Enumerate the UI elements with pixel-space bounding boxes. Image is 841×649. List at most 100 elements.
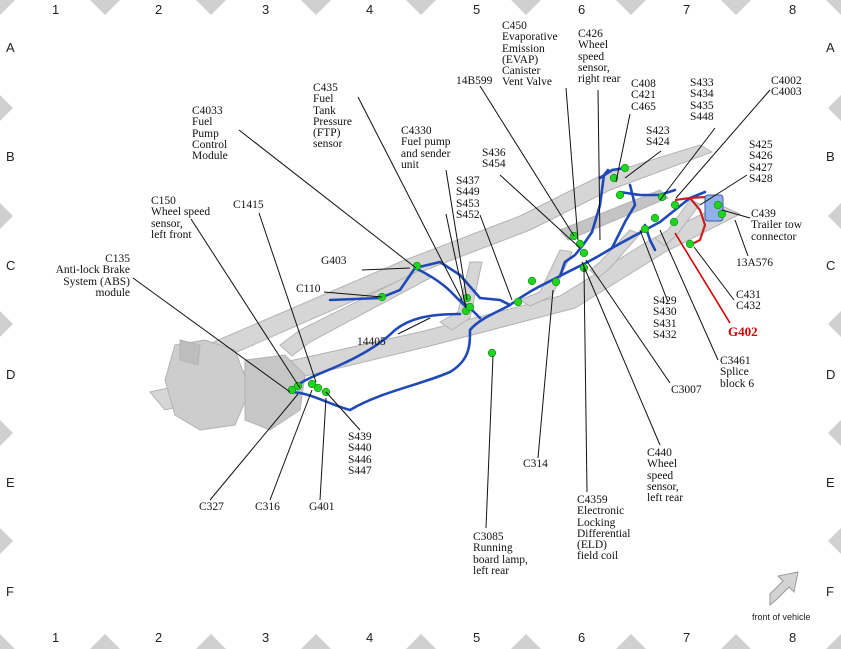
grid-marker bbox=[196, 0, 226, 15]
grid-marker bbox=[0, 311, 13, 337]
leader-line bbox=[319, 397, 327, 501]
leader-line bbox=[323, 291, 383, 298]
connector-icon bbox=[551, 277, 561, 287]
column-label-3-bottom: 3 bbox=[262, 630, 270, 645]
leader-line bbox=[699, 174, 748, 206]
connector-icon bbox=[650, 213, 660, 223]
column-label-5-bottom: 5 bbox=[473, 630, 481, 645]
connector-icon bbox=[640, 224, 650, 234]
label-c110: C110 bbox=[296, 283, 321, 295]
row-label-f-right: F bbox=[826, 584, 834, 599]
wiring-harness bbox=[288, 166, 707, 412]
label-s425-group: S425 S426 S427 S428 bbox=[749, 139, 773, 185]
row-label-a-right: A bbox=[826, 40, 835, 55]
grid-marker bbox=[0, 0, 13, 13]
label-c408-group: C408 C421 C465 bbox=[631, 78, 656, 113]
connector-icon bbox=[685, 239, 695, 249]
label-c3461: C3461 Splice block 6 bbox=[720, 355, 755, 390]
label-c1415: C1415 bbox=[233, 199, 264, 211]
row-label-b-right: B bbox=[826, 149, 835, 164]
leader-line bbox=[675, 89, 771, 199]
leader-line bbox=[361, 267, 411, 271]
label-s439-group: S439 S440 S446 S447 bbox=[348, 431, 372, 477]
grid-marker bbox=[616, 0, 646, 15]
leader-line bbox=[565, 87, 579, 241]
column-label-4-bottom: 4 bbox=[366, 630, 374, 645]
leader-line bbox=[583, 267, 588, 493]
grid-marker bbox=[721, 0, 751, 15]
column-label-3-top: 3 bbox=[262, 2, 270, 17]
grid-marker bbox=[0, 95, 13, 121]
connector-icon bbox=[293, 381, 303, 391]
leader-line bbox=[721, 209, 751, 219]
connector-icon bbox=[465, 302, 475, 312]
column-label-1-top: 1 bbox=[52, 2, 60, 17]
row-label-f-left: F bbox=[6, 584, 14, 599]
g402-leader bbox=[674, 232, 731, 324]
leader-line bbox=[190, 218, 301, 389]
leader-line bbox=[357, 96, 463, 301]
connector-icon bbox=[307, 379, 317, 389]
leader-line bbox=[597, 89, 601, 241]
row-label-a-left: A bbox=[6, 40, 15, 55]
column-label-1-bottom: 1 bbox=[52, 630, 60, 645]
grid-marker bbox=[90, 0, 120, 15]
column-label-4-top: 4 bbox=[366, 2, 374, 17]
label-c439: C439 Trailer tow connector bbox=[751, 208, 803, 243]
grid-marker bbox=[828, 0, 841, 13]
row-label-b-left: B bbox=[6, 149, 15, 164]
row-label-e-left: E bbox=[6, 475, 15, 490]
leader-line bbox=[639, 229, 669, 303]
column-label-6-bottom: 6 bbox=[578, 630, 586, 645]
column-label-7-bottom: 7 bbox=[683, 630, 691, 645]
grid-marker bbox=[616, 634, 646, 649]
label-s429-group: S429 S430 S431 S432 bbox=[653, 295, 677, 341]
leader-line bbox=[132, 277, 291, 393]
leader-line bbox=[615, 113, 631, 183]
grid-marker bbox=[828, 420, 841, 446]
grid-marker bbox=[828, 95, 841, 121]
leader-line bbox=[479, 85, 575, 237]
column-label-5-top: 5 bbox=[473, 2, 481, 17]
label-c450: C450 Evaporative Emission (EVAP) Caniste… bbox=[502, 20, 558, 89]
row-label-d-right: D bbox=[826, 367, 836, 382]
connector-icon bbox=[412, 261, 422, 271]
label-c327: C327 bbox=[199, 501, 224, 513]
grid-marker bbox=[301, 0, 331, 15]
leader-line bbox=[537, 289, 554, 459]
label-c426: C426 Wheel speed sensor, right rear bbox=[578, 28, 621, 86]
connector-icon bbox=[609, 173, 619, 183]
grid-marker bbox=[0, 203, 13, 229]
label-g402: G402 bbox=[728, 324, 758, 339]
label-13a576: 13A576 bbox=[736, 257, 774, 269]
leader-line bbox=[693, 246, 735, 301]
front-of-vehicle-label: front of vehicle bbox=[752, 612, 811, 622]
grid-marker bbox=[828, 203, 841, 229]
grid-marker bbox=[0, 528, 13, 554]
row-label-d-left: D bbox=[6, 367, 16, 382]
grid-marker bbox=[0, 636, 13, 649]
label-c4002-group: C4002 C4003 bbox=[771, 75, 802, 99]
leader-line bbox=[238, 129, 417, 269]
grid-marker bbox=[90, 634, 120, 649]
column-label-6-top: 6 bbox=[578, 2, 586, 17]
label-c316: C316 bbox=[255, 501, 280, 513]
connector-icon bbox=[615, 190, 625, 200]
leader-line bbox=[485, 355, 494, 529]
grid-marker bbox=[0, 420, 13, 446]
connector-icon bbox=[313, 383, 323, 393]
grid-marker bbox=[196, 634, 226, 649]
row-label-e-right: E bbox=[826, 475, 835, 490]
row-label-c-right: C bbox=[826, 258, 836, 273]
leader-line bbox=[445, 169, 468, 301]
label-g403: G403 bbox=[321, 255, 347, 267]
label-g401: G401 bbox=[309, 501, 335, 513]
grid-marker bbox=[828, 311, 841, 337]
label-c314: C314 bbox=[523, 458, 548, 470]
leader-line bbox=[445, 213, 467, 309]
label-s436-group: S436 S454 bbox=[482, 147, 506, 171]
leader-lines bbox=[132, 85, 771, 529]
